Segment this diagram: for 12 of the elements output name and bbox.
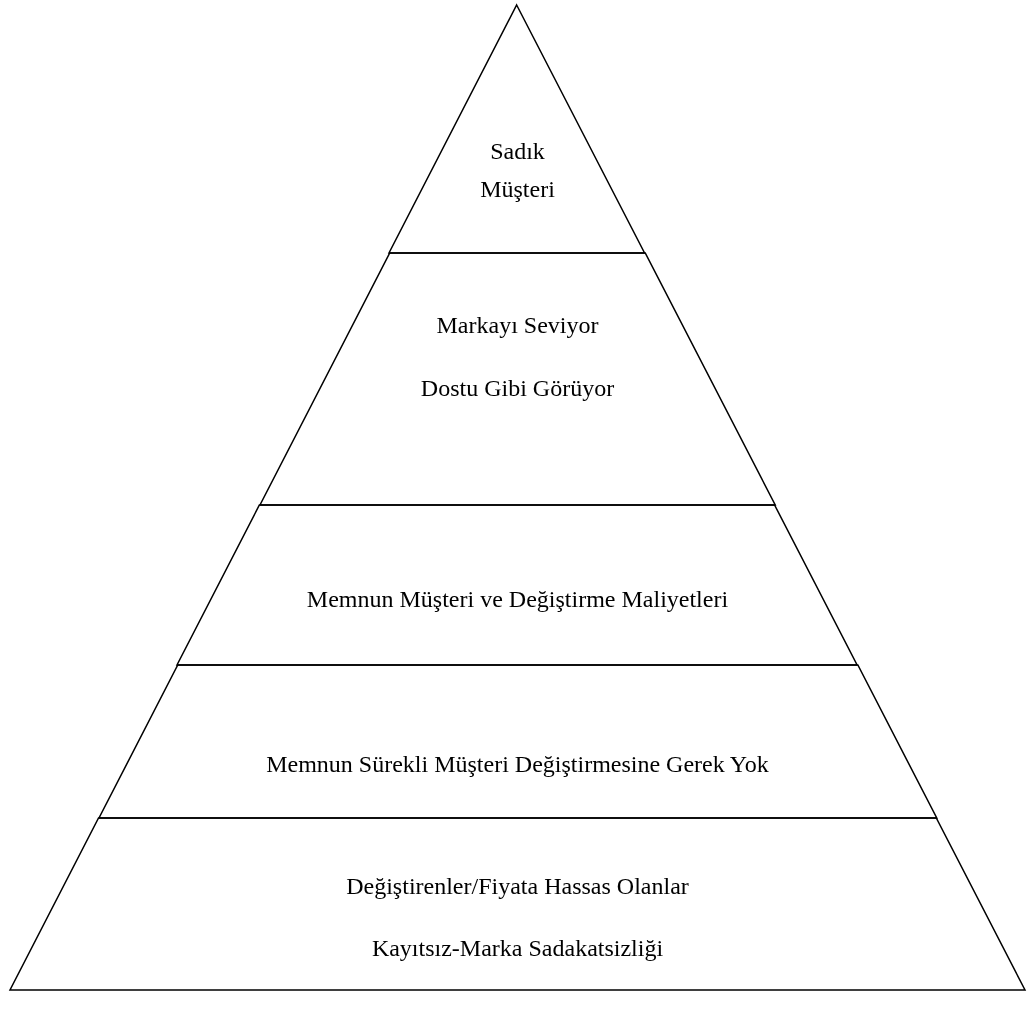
pyramid-tier: [389, 5, 645, 253]
tier-label: Sadık Müşteri: [479, 137, 556, 204]
tier-label: Memnun Müşteri ve Değiştirme Maliyetleri: [305, 585, 730, 614]
tier-label: Kayıtsız-Marka Sadakatsizliği: [370, 934, 665, 963]
pyramid-tier: [177, 505, 858, 665]
tier-label: Markayı Seviyor: [435, 311, 600, 340]
tier-label: Değiştirenler/Fiyata Hassas Olanlar: [345, 872, 690, 901]
tier-label: Memnun Sürekli Müşteri Değiştirmesine Gerek Yok: [265, 750, 770, 779]
tier-label: Dostu Gibi Görüyor: [419, 374, 616, 403]
pyramid-tier: [10, 818, 1025, 990]
pyramid-tier: [259, 253, 775, 505]
pyramid-tier: [98, 665, 937, 818]
